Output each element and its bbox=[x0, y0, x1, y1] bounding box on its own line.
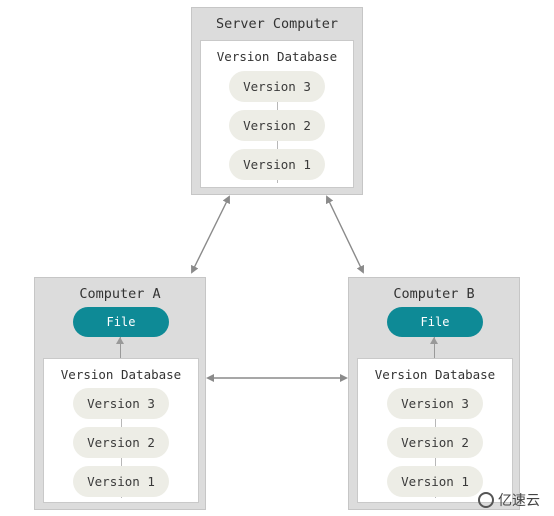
computer-a-box: Computer A File Version Database Version… bbox=[34, 277, 206, 510]
connector-line bbox=[277, 99, 278, 183]
server-db-title: Version Database bbox=[216, 49, 338, 64]
watermark-logo-icon bbox=[478, 492, 494, 508]
computer-b-version-3: Version 3 bbox=[387, 388, 483, 419]
file-arrow-up bbox=[120, 337, 121, 358]
file-arrow-head bbox=[116, 337, 124, 344]
server-version-2: Version 2 bbox=[229, 110, 325, 141]
server-version-1: Version 1 bbox=[229, 149, 325, 180]
computer-b-db-title: Version Database bbox=[374, 367, 496, 382]
computer-a-version-3: Version 3 bbox=[73, 388, 169, 419]
server-version-database: Version Database Version 3 Version 2 Ver… bbox=[200, 40, 354, 188]
arrow-server-computer-a bbox=[191, 195, 230, 274]
computer-b-version-database: Version Database Version 3 Version 2 Ver… bbox=[357, 358, 513, 503]
server-computer-title: Server Computer bbox=[216, 16, 338, 32]
server-computer-box: Server Computer Version Database Version… bbox=[191, 7, 363, 195]
computer-b-version-1: Version 1 bbox=[387, 466, 483, 497]
watermark: 亿速云 bbox=[478, 490, 540, 510]
file-arrow-head bbox=[430, 337, 438, 344]
computer-a-version-1: Version 1 bbox=[73, 466, 169, 497]
computer-b-title: Computer B bbox=[393, 286, 475, 302]
watermark-text: 亿速云 bbox=[498, 493, 540, 509]
computer-b-box: Computer B File Version Database Version… bbox=[348, 277, 520, 510]
computer-a-db-title: Version Database bbox=[60, 367, 182, 382]
computer-a-version-2: Version 2 bbox=[73, 427, 169, 458]
computer-b-version-2: Version 2 bbox=[387, 427, 483, 458]
file-arrow-up bbox=[434, 337, 435, 358]
computer-a-title: Computer A bbox=[79, 286, 161, 302]
computer-a-version-database: Version Database Version 3 Version 2 Ver… bbox=[43, 358, 199, 503]
server-version-3: Version 3 bbox=[229, 71, 325, 102]
arrow-server-computer-b bbox=[325, 195, 365, 274]
computer-a-file: File bbox=[73, 307, 169, 337]
computer-b-file: File bbox=[387, 307, 483, 337]
